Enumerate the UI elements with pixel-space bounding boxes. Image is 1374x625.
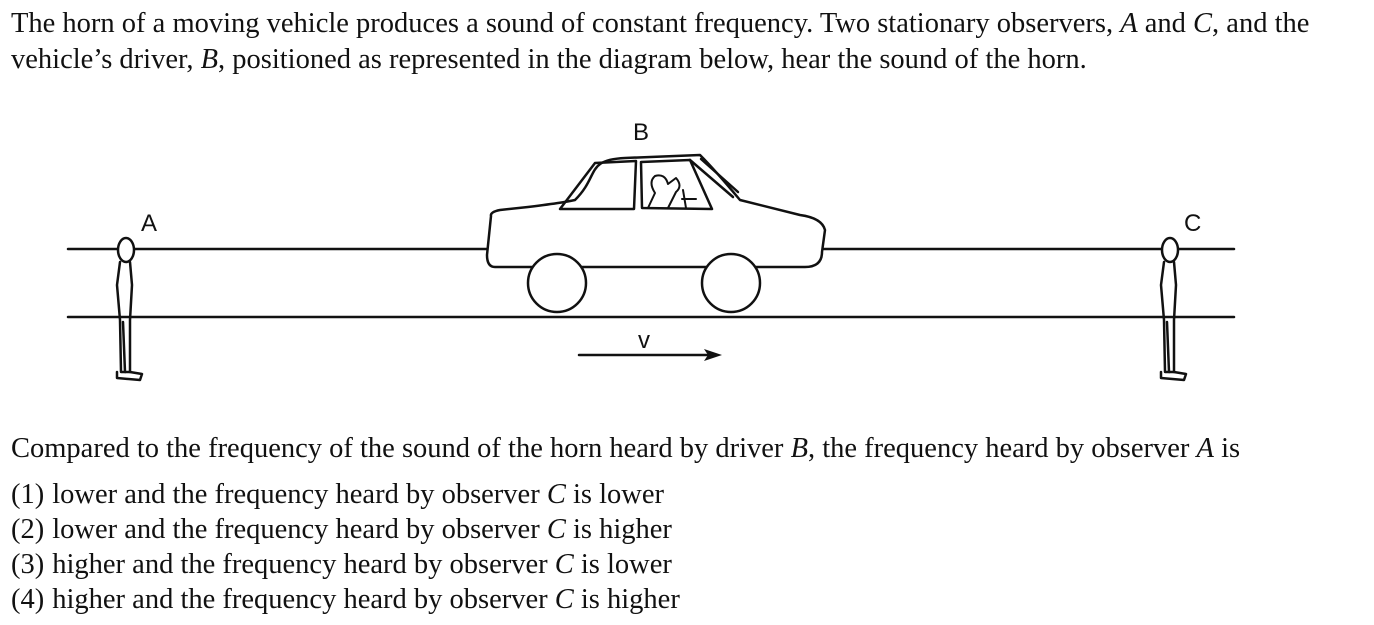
choice-observer: C (546, 479, 566, 510)
problem-intro: The horn of a moving vehicle produces a … (11, 6, 1371, 78)
choice-text-end: is lower (565, 479, 664, 510)
choice-2[interactable]: (2)lower and the frequency heard by obse… (11, 512, 680, 547)
choice-number: (3) (11, 549, 45, 580)
observer-a-figure (115, 236, 144, 382)
intro-text-2: and (1137, 8, 1194, 39)
driver-figure (647, 174, 681, 209)
car-rear-pillar-2 (699, 157, 740, 194)
car-front-wheel (700, 252, 762, 314)
question-text-3: is (1213, 433, 1241, 464)
choice-text: lower and the frequency heard by observe… (52, 479, 547, 510)
choice-observer: C (554, 584, 574, 615)
doppler-diagram: A B C v (66, 119, 1236, 382)
intro-observer-a: A (1120, 8, 1138, 39)
intro-text-4: , positioned as represented in the diagr… (218, 44, 1087, 75)
question-observer-a: A (1196, 433, 1214, 464)
choice-text: lower and the frequency heard by observe… (52, 514, 547, 545)
label-b: B (633, 119, 649, 146)
choice-text: higher and the frequency heard by observ… (52, 584, 555, 615)
choice-1[interactable]: (1)lower and the frequency heard by obse… (11, 477, 680, 512)
car (485, 153, 827, 314)
question-driver-b: B (790, 433, 808, 464)
choice-observer: C (546, 514, 566, 545)
question-text-1: Compared to the frequency of the sound o… (11, 433, 791, 464)
velocity-label: v (638, 327, 650, 354)
observer-c-figure (1159, 236, 1188, 382)
choice-observer: C (554, 549, 574, 580)
choice-text-end: is lower (573, 549, 672, 580)
choice-3[interactable]: (3)higher and the frequency heard by obs… (11, 547, 680, 582)
velocity-arrowhead (704, 349, 722, 361)
car-body (485, 153, 827, 269)
answer-choices: (1)lower and the frequency heard by obse… (11, 477, 680, 617)
intro-text-3: , and the vehicle’s driver, (11, 8, 1310, 75)
intro-driver-b: B (200, 44, 218, 75)
choice-text: higher and the frequency heard by observ… (52, 549, 555, 580)
car-rear-wheel (526, 252, 588, 314)
choice-number: (2) (11, 514, 45, 545)
label-c: C (1184, 210, 1201, 237)
car-front-window (558, 159, 638, 211)
choice-4[interactable]: (4)higher and the frequency heard by obs… (11, 582, 680, 617)
label-a: A (141, 210, 157, 237)
intro-text-1: The horn of a moving vehicle produces a … (11, 8, 1121, 39)
question-stem: Compared to the frequency of the sound o… (11, 431, 1371, 467)
question-text-2: , the frequency heard by observer (807, 433, 1197, 464)
choice-number: (1) (11, 479, 45, 510)
choice-number: (4) (11, 584, 45, 615)
intro-observer-c: C (1193, 8, 1213, 39)
choice-text-end: is higher (565, 514, 672, 545)
choice-text-end: is higher (573, 584, 680, 615)
car-rear-pillar (688, 158, 735, 199)
